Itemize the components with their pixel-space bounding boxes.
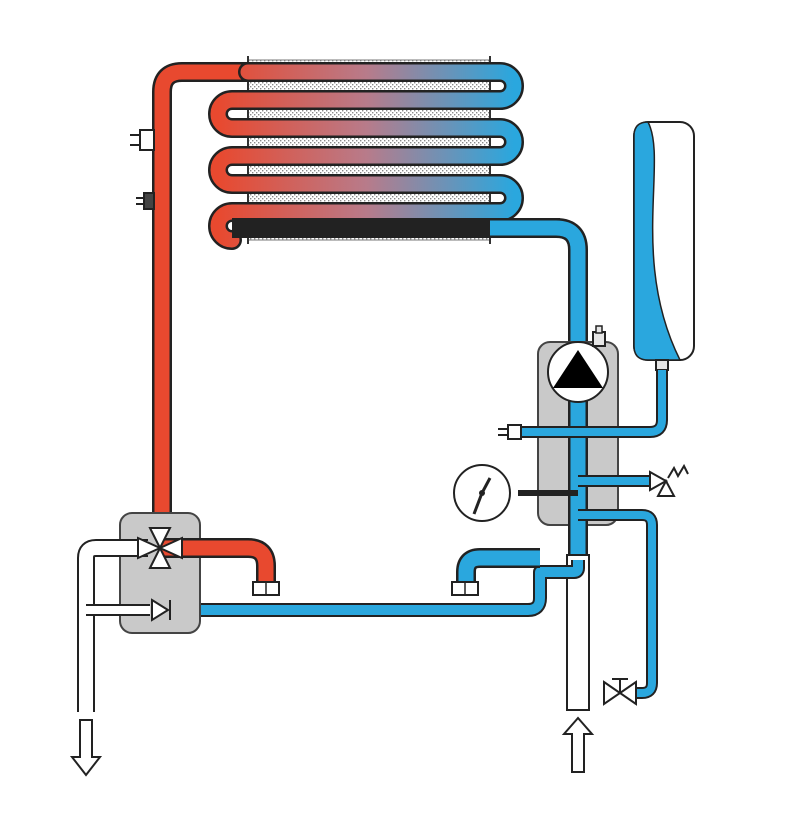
ball-valve-icon xyxy=(603,678,637,706)
fill-line xyxy=(578,509,658,699)
hot-outlet-arrow xyxy=(69,719,103,777)
cold-inlet-arrow xyxy=(561,716,595,773)
temperature-sensor xyxy=(130,129,155,151)
return-pipe xyxy=(490,218,588,360)
arrow-up-icon xyxy=(561,716,595,773)
hot-radiator-pipe xyxy=(162,538,280,596)
expansion-vessel xyxy=(578,121,695,438)
pressure-gauge xyxy=(453,464,578,522)
three-way-valve-icon xyxy=(137,527,183,569)
three-way-valve xyxy=(137,527,183,569)
pump-icon xyxy=(553,350,603,388)
hot-supply-pipe xyxy=(152,62,250,535)
safety-valve xyxy=(578,463,689,497)
fill-valve xyxy=(603,678,637,706)
hot-outlet-pipe xyxy=(77,539,150,712)
check-valve xyxy=(151,598,171,622)
sensor-icon xyxy=(130,129,155,151)
check-valve-icon xyxy=(151,598,171,622)
arrow-down-icon xyxy=(69,719,103,777)
gauge-icon xyxy=(453,464,511,522)
cold-inlet-pipe xyxy=(566,554,590,711)
sensor-icon xyxy=(498,424,522,440)
manifold-sensor xyxy=(498,424,578,440)
bottom-return-pipe xyxy=(178,548,585,617)
pressure-sensor xyxy=(136,192,155,210)
heat-exchanger-coil xyxy=(208,62,560,250)
relief-valve-icon xyxy=(649,463,689,497)
sensor-icon xyxy=(136,192,155,210)
circulation-pump xyxy=(547,325,609,403)
